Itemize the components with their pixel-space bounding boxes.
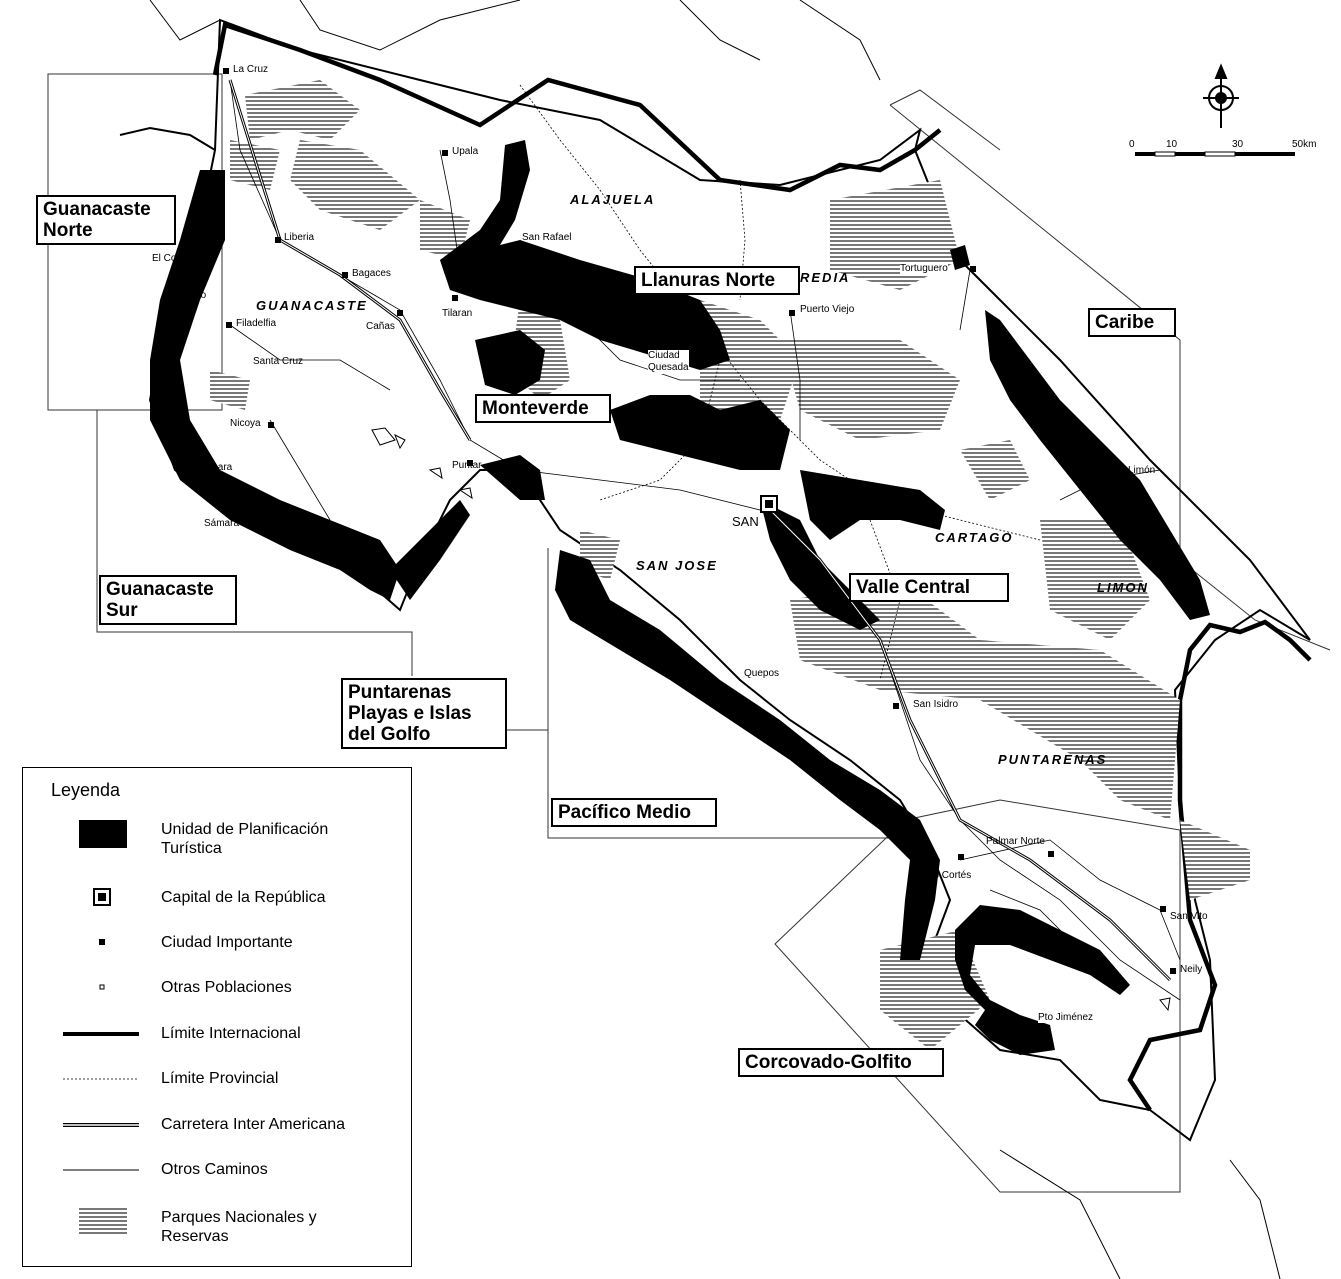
legend-item-town: Otras Poblaciones — [23, 968, 411, 1008]
place-liberia: Liberia — [284, 232, 315, 243]
legend-item-capital: Capital de la República — [23, 878, 411, 918]
place-filadelfia: Filadelfia — [236, 318, 277, 329]
province-heredia: REDIA — [800, 270, 851, 285]
town-icon — [99, 984, 105, 990]
international-border-icon — [63, 1032, 139, 1036]
road-icon — [63, 1169, 139, 1171]
place-upala: Upala — [452, 146, 479, 157]
region-corcovado-golfito: Corcovado-Golfito — [738, 1048, 944, 1077]
legend-item-road: Otros Caminos — [23, 1150, 411, 1190]
capital-icon — [93, 888, 111, 906]
legend-label: Límite Internacional — [161, 1025, 301, 1042]
province-cartago: CARTAGO — [935, 530, 1014, 545]
legend-label: Capital de la República — [161, 889, 326, 906]
place-san-rafael: San Rafael — [522, 232, 572, 243]
legend-label: Límite Provincial — [161, 1070, 279, 1087]
place-samara: Sámara — [204, 518, 240, 529]
international-border — [212, 22, 942, 193]
region-monteverde: Monteverde — [475, 394, 611, 423]
legend-title: Leyenda — [51, 780, 121, 800]
international-border-south — [1127, 619, 1312, 1112]
place-puerto-cortes: Pto Cortés — [924, 870, 972, 881]
scale-bar — [1135, 151, 1295, 157]
province-alajuela: ALAJUELA — [570, 192, 656, 207]
north-arrow-icon — [1203, 63, 1239, 128]
place-tortuguero: Tortuguero — [900, 263, 948, 274]
tourism-planning-units — [150, 140, 1210, 1055]
scale-tick-30: 30 — [1232, 139, 1244, 150]
region-guanacaste-norte: Guanacaste Norte — [36, 195, 176, 245]
gulf-islands — [371, 427, 1171, 1012]
region-llanuras-norte: Llanuras Norte — [634, 266, 800, 295]
legend-label: Otros Caminos — [161, 1161, 268, 1178]
place-neily: Neily — [1180, 964, 1203, 975]
legend-label: Carretera Inter Americana — [161, 1116, 346, 1133]
place-nosara: Nosara — [200, 462, 233, 473]
legend-label: Parques Nacionales y Reservas — [161, 1209, 317, 1245]
city-icon — [99, 939, 105, 945]
legend-label: Unidad de Planificación Turística — [161, 821, 329, 857]
legend-label: Ciudad Importante — [161, 934, 293, 951]
legend: Leyenda Unidad de Planificación Turístic… — [22, 767, 412, 1267]
legend-item-parks: Parques Nacionales y Reservas — [23, 1200, 411, 1245]
place-bagaces: Bagaces — [352, 268, 391, 279]
place-nicoya: Nicoya — [230, 418, 261, 429]
province-limon: LIMON — [1097, 580, 1149, 595]
city-markers — [223, 68, 1176, 974]
place-san-isidro: San Isidro — [913, 699, 959, 710]
region-valle-central: Valle Central — [849, 573, 1009, 602]
legend-item-tourism-unit: Unidad de Planificación Turística — [23, 814, 411, 857]
place-puerto-jimenez: Pto Jiménez — [1038, 1012, 1094, 1023]
legend-item-international-border: Límite Internacional — [23, 1014, 411, 1054]
place-cobano: Cóbano — [383, 571, 419, 582]
place-el-coco: El Coco — [152, 253, 188, 264]
province-puntarenas: PUNTARENAS — [998, 752, 1108, 767]
legend-item-highway: Carretera Inter Americana — [23, 1105, 411, 1145]
place-canas: Cañas — [366, 321, 395, 332]
parks-icon — [79, 1208, 127, 1234]
place-tamarindo: marindo — [170, 290, 207, 301]
province-san-jose: SAN JOSE — [636, 558, 718, 573]
tourism-unit-icon — [79, 820, 127, 848]
region-caribe: Caribe — [1088, 308, 1176, 337]
place-la-cruz: La Cruz — [233, 64, 269, 75]
legend-item-city: Ciudad Importante — [23, 923, 411, 963]
provincial-borders — [519, 84, 1041, 681]
place-santa-cruz: Santa Cruz — [253, 356, 304, 367]
region-pacifico-medio: Pacífico Medio — [551, 798, 717, 827]
region-guanacaste-sur: Guanacaste Sur — [99, 575, 237, 625]
capital-marker — [760, 495, 778, 513]
place-ciudad-quesada: Ciudad Quesada — [648, 350, 689, 374]
province-guanacaste: GUANACASTE — [256, 298, 368, 313]
provincial-border-icon — [63, 1078, 139, 1080]
place-limon: Limón — [1128, 465, 1156, 476]
scale-tick-50: 50km — [1292, 139, 1317, 150]
place-tilaran: Tilaran — [442, 308, 473, 319]
highway-inner — [229, 79, 1171, 981]
place-palmar-norte: Palmar Norte — [986, 836, 1045, 847]
scale-tick-0: 0 — [1129, 139, 1135, 150]
place-puntarenas: Puntar — [452, 460, 482, 471]
neighbor-coast — [149, 0, 1281, 1279]
place-san-vito: San Vito — [1170, 911, 1208, 922]
place-san-jose: SAN — [732, 514, 759, 529]
region-puntarenas: Puntarenas Playas e Islas del Golfo — [341, 678, 507, 749]
legend-label: Otras Poblaciones — [161, 979, 292, 996]
highway-icon — [63, 1123, 139, 1127]
place-puerto-viejo: Puerto Viejo — [800, 304, 855, 315]
place-quepos: Quepos — [744, 668, 780, 679]
scale-tick-10: 10 — [1166, 139, 1178, 150]
legend-item-provincial-border: Límite Provincial — [23, 1059, 411, 1099]
